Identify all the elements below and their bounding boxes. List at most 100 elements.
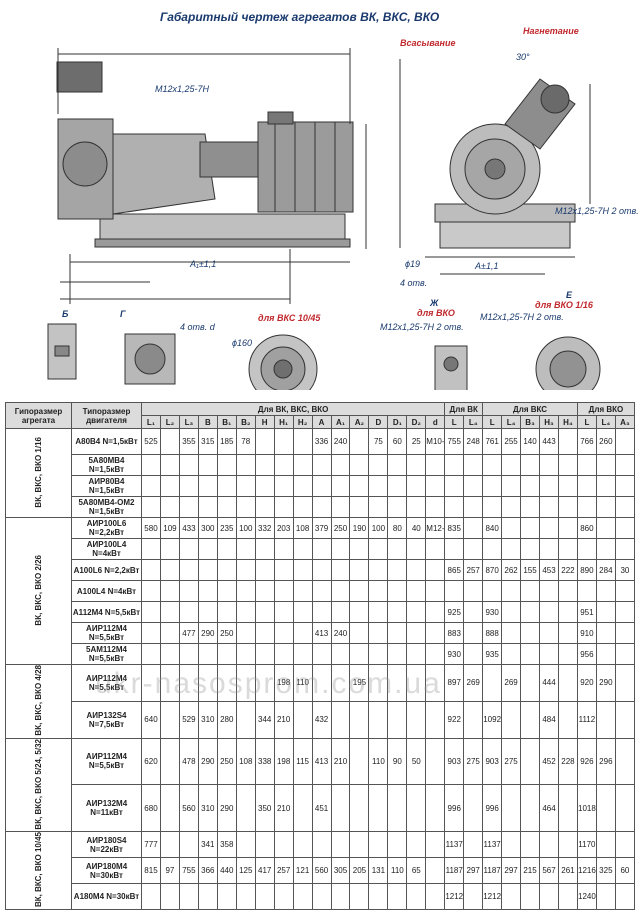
dim-cell: 930 [444,643,465,665]
dim-cell [197,559,218,581]
dim-cell [482,475,503,497]
dim-cell: 443 [539,428,559,455]
dim-cell [311,538,332,560]
col-header: D [368,415,389,429]
dim-cell: 1212 [444,883,465,910]
dim-cell [368,622,389,644]
col-header: A₂ [349,415,370,429]
dim-cell: 777 [141,831,161,859]
dim-cell: 344 [254,700,275,739]
dim-cell [595,622,616,644]
dim-cell [614,700,636,739]
dim-cell [595,538,616,560]
dim-cell [595,517,616,539]
dim-cell: 755 [444,428,465,455]
dim-cell [159,580,180,602]
dim-cell: 40 [406,517,427,539]
dim-cell [349,559,370,581]
dim-cell [595,601,616,623]
dim-cell [444,454,465,476]
dim-cell [501,831,522,859]
dim-cell: 1216 [576,857,597,885]
dim-cell [292,643,313,665]
dim-cell: 888 [482,622,503,644]
dim-cell: 883 [444,622,465,644]
dim-cell [425,737,446,786]
table-row: АИР80В4 N=1,5кВт [6,475,636,497]
dim-cell [595,831,616,859]
dim-cell [463,622,484,644]
motor-cell: АИР100L4 N=4кВт [71,538,142,560]
motor-cell: А80В4 N=1,5кВт [71,428,142,455]
dim-cell: 275 [463,737,484,786]
dim-cell [387,538,408,560]
dim-cell [406,538,427,560]
dim-cell: 90 [387,737,408,786]
dim-cell [273,883,294,910]
dim-cell [141,454,161,476]
unit-group-cell: ВК, ВКС, ВКО 10/45 [5,831,72,910]
dim-cell: 203 [273,517,294,539]
dim-cell [273,538,294,560]
dim-cell [273,454,294,476]
dim-cell: 336 [311,428,332,455]
dim-cell [292,538,313,560]
dim-cell [235,622,256,644]
dim-cell [614,496,636,518]
col-header: L₄ [463,415,484,429]
diam160-label: ϕ160 [232,338,252,348]
unit-group-label: ВК, ВКС, ВКО 10/45 [34,832,43,908]
dim-cell: 50 [406,737,427,786]
dim-cell [463,475,484,497]
dim-cell [614,580,636,602]
dim-cell: 240 [330,622,351,644]
dim-cell: 250 [330,517,351,539]
dim-cell: 870 [482,559,503,581]
dim-cell [595,454,616,476]
dim-cell: 269 [463,664,484,702]
sec-g-label: Г [120,309,126,319]
table-row: 5А80МВ4 N=1,5кВт [6,454,636,476]
dim-cell [557,496,578,518]
dim-cell [254,831,275,859]
dim-cell: 560 [311,857,332,885]
dim-cell [159,831,180,859]
thread-label-zh: M12x1,25-7H 2 отв. [380,322,464,332]
dim-cell: 297 [501,857,522,885]
dim-cell [368,475,389,497]
dim-cell [501,784,522,833]
dim-cell [292,428,313,455]
dim-cell [463,883,484,910]
dim-cell: 580 [141,517,161,539]
dim-cell [614,601,636,623]
dim-cell: 432 [311,700,332,739]
dim-cell [197,601,218,623]
dim-cell [425,784,446,833]
unit-group-cell: ВК, ВКС, ВКО 4/28 [5,664,72,739]
dim-cell: 478 [178,737,199,786]
dim-cell [520,700,541,739]
dim-cell [216,643,237,665]
dim-cell: 484 [539,700,559,739]
dim-cell: 290 [216,784,237,833]
dim-cell: 280 [216,700,237,739]
motor-cell: АИР112М4 N=5,5кВт [71,622,142,644]
dim-cell [425,559,446,581]
dim-cell [463,643,484,665]
dim-cell: M10-7H [425,428,446,455]
dim-cell: 97 [159,857,180,885]
col-header: B [197,415,218,429]
dim-cell [292,784,313,833]
dim-cell [235,883,256,910]
thread-label-main: M12x1,25-7H [155,84,210,94]
dim-cell [387,700,408,739]
dim-cell [254,883,275,910]
dim-cell [557,601,578,623]
motor-cell: АИР180S4 N=22кВт [71,831,142,859]
dim-cell [141,601,161,623]
dim-cell [387,883,408,910]
dim-cell [539,475,559,497]
dim-cell: 453 [539,559,559,581]
